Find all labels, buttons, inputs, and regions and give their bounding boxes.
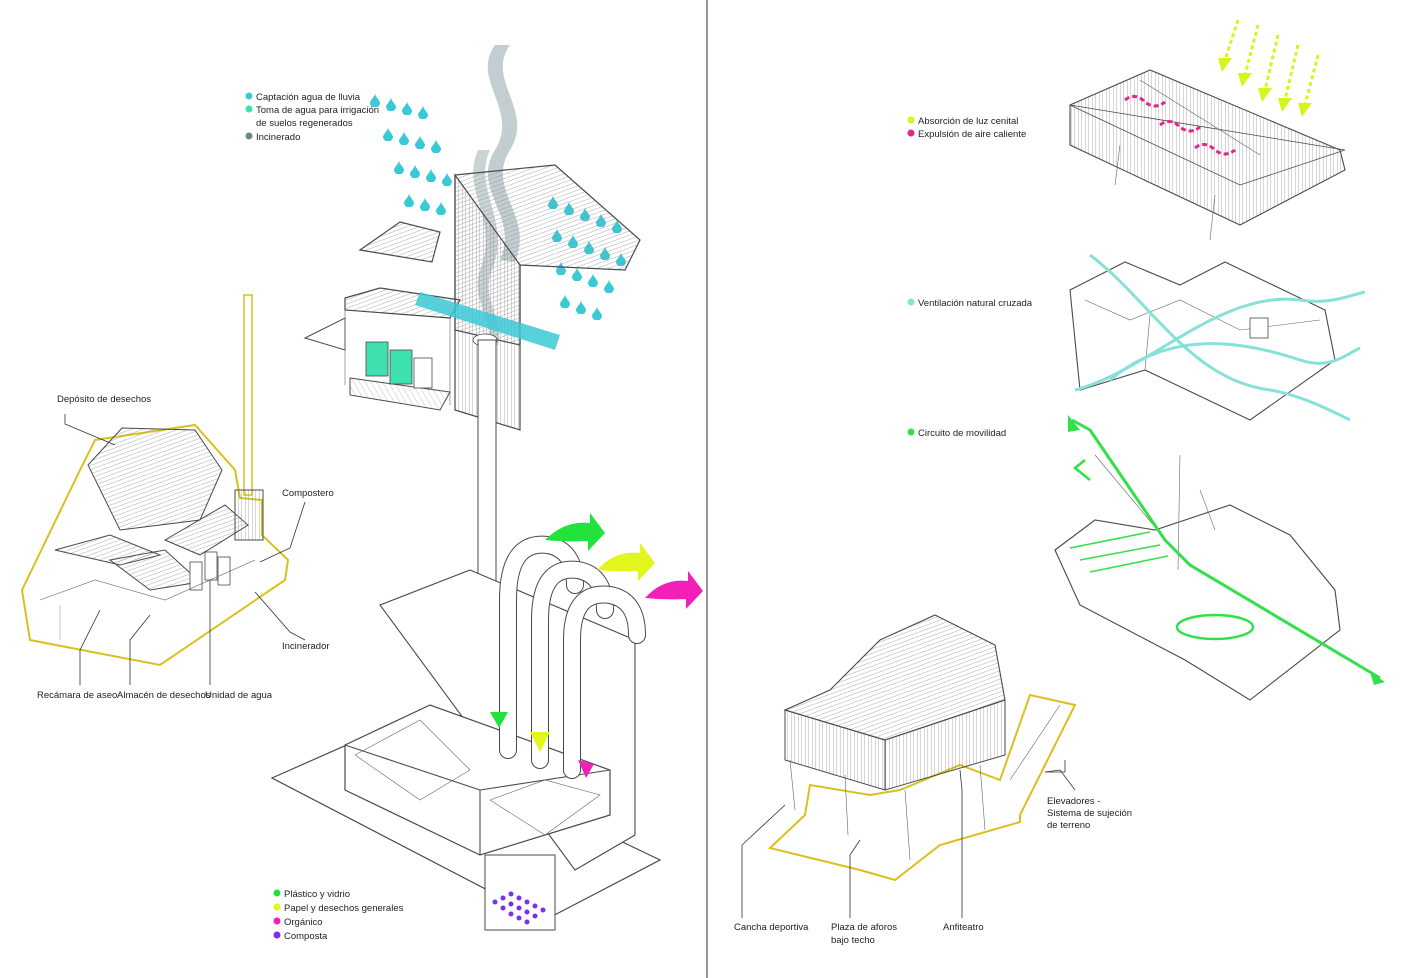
- legend-compost-label: Composta: [284, 931, 328, 942]
- callout-deposito: Depósito de desechos: [57, 394, 151, 405]
- water-module-building: [303, 164, 641, 431]
- legend-hot-air-swatch: [907, 129, 915, 137]
- legend-hot-air-label: Expulsión de aire caliente: [918, 129, 1026, 140]
- left-leader-lines: [64, 414, 306, 685]
- callout-almacen: Almacén de desechos: [117, 690, 211, 701]
- left-callouts: Depósito de desechos Compostero Incinera…: [37, 394, 334, 701]
- callout-elevadores-1: Elevadores -: [1047, 796, 1100, 807]
- legend-plastic-label: Plástico y vidrio: [284, 889, 350, 900]
- legend-ventilation-label: Ventilación natural cruzada: [918, 298, 1033, 309]
- callout-unidad-agua: Unidad de agua: [205, 690, 273, 701]
- frame-building: [1069, 253, 1366, 422]
- legend-organic-swatch: [273, 917, 281, 925]
- legend-incinerated-swatch: [245, 132, 253, 140]
- mobility-building: [1054, 415, 1385, 701]
- stadium-building: [767, 614, 1077, 882]
- legend-irrigation-swatch: [245, 105, 253, 113]
- right-callouts: Elevadores - Sistema de sujeción de terr…: [734, 796, 1132, 946]
- legend-mobility-swatch: [907, 428, 915, 436]
- legend-rain-label: Captación agua de lluvia: [256, 92, 361, 103]
- callout-recamara: Recámara de aseo: [37, 690, 117, 701]
- legend-paper-swatch: [273, 903, 281, 911]
- callout-plaza-2: bajo techo: [831, 935, 875, 946]
- legend-irrigation-label-2: de suelos regenerados: [256, 118, 353, 129]
- callout-incinerador: Incinerador: [282, 641, 330, 652]
- legend-mobility: Circuito de movilidad: [907, 428, 1006, 439]
- legend-light: Absorción de luz cenital Expulsión de ai…: [907, 116, 1026, 140]
- legend-organic-label: Orgánico: [284, 917, 323, 928]
- callout-cancha: Cancha deportiva: [734, 922, 809, 933]
- legend-rain-swatch: [245, 92, 253, 100]
- callout-compostero: Compostero: [282, 488, 334, 499]
- light-arrows: [1218, 19, 1320, 117]
- legend-irrigation-label: Toma de agua para irrigación: [256, 105, 379, 116]
- callout-elevadores-3: de terreno: [1047, 820, 1090, 831]
- legend-paper-label: Papel y desechos generales: [284, 903, 404, 914]
- legend-waste: Plástico y vidrio Papel y desechos gener…: [273, 889, 404, 942]
- legend-light-swatch: [907, 116, 915, 124]
- legend-ventilation: Ventilación natural cruzada: [907, 298, 1033, 309]
- legend-ventilation-swatch: [907, 298, 915, 306]
- callout-plaza-1: Plaza de aforos: [831, 922, 897, 933]
- legend-compost-swatch: [273, 931, 281, 939]
- roof-building: [1069, 69, 1346, 241]
- callout-anfiteatro: Anfiteatro: [943, 922, 984, 933]
- legend-light-label: Absorción de luz cenital: [918, 116, 1018, 127]
- waste-processing-building: [270, 513, 703, 931]
- legend-incinerated-label: Incinerado: [256, 132, 300, 143]
- callout-elevadores-2: Sistema de sujeción: [1047, 808, 1132, 819]
- legend-water: Captación agua de lluvia Toma de agua pa…: [245, 92, 379, 143]
- right-leader-lines: [741, 760, 1076, 918]
- waste-depot-building: [20, 294, 290, 667]
- legend-plastic-swatch: [273, 889, 281, 897]
- legend-mobility-label: Circuito de movilidad: [918, 428, 1006, 439]
